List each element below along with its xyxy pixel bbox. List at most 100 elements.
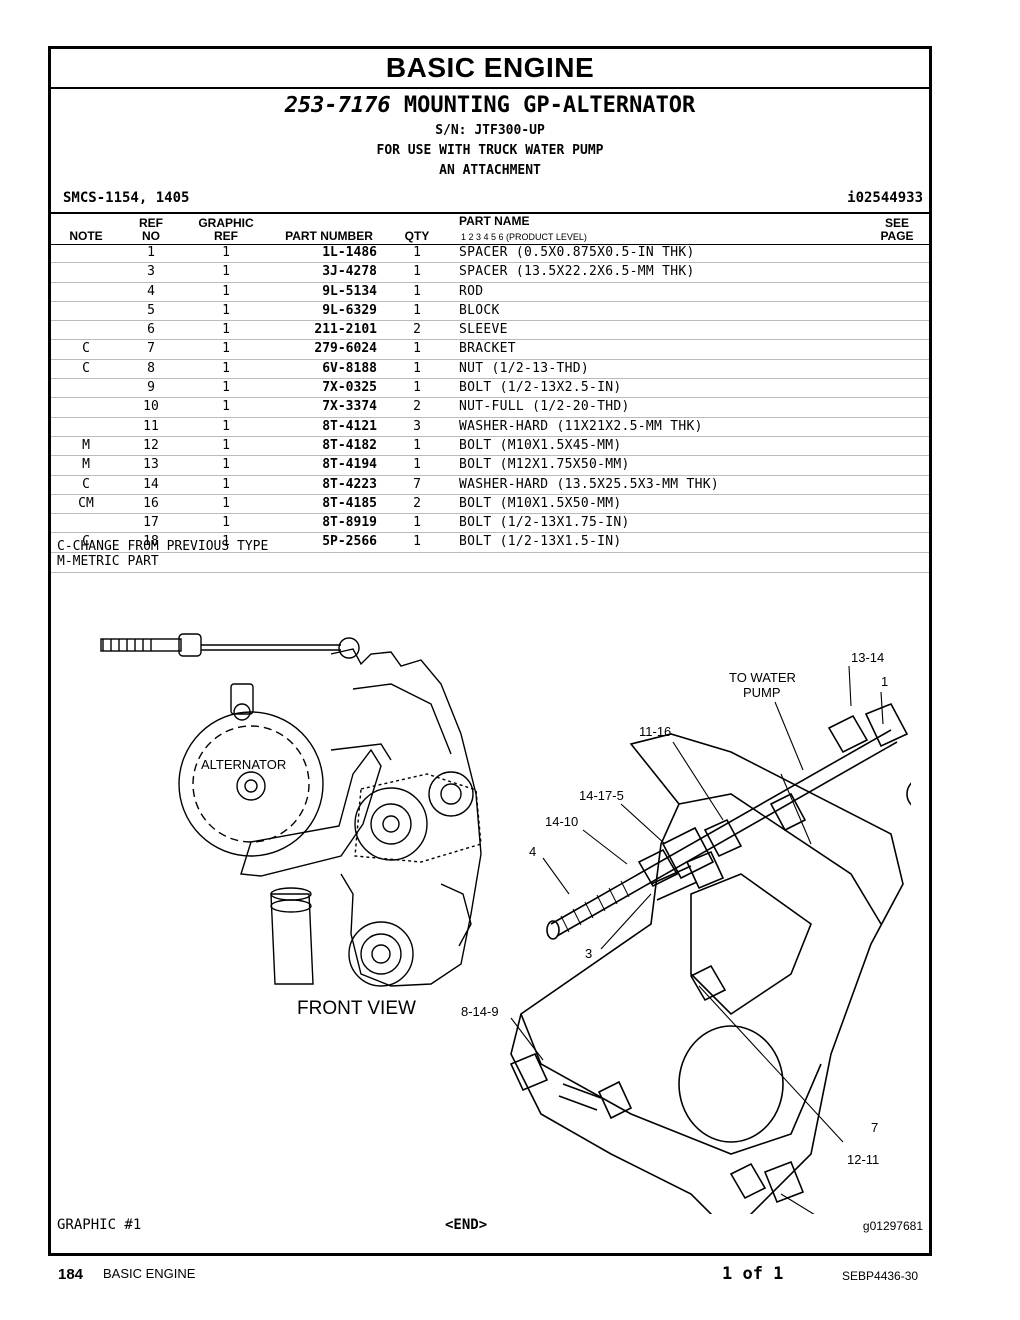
part-number-cell[interactable]: 211-2101 <box>314 322 377 338</box>
qty-cell: 1 <box>413 437 421 453</box>
part-name-cell: BOLT (1/2-13X2.5-IN) <box>459 380 622 396</box>
part-name-cell: BOLT (M10X1.5X45-MM) <box>459 437 622 453</box>
group-part-number[interactable]: 253-7176 <box>284 93 391 118</box>
callout-7: 7 <box>871 1120 878 1135</box>
callout-labels: 13-14 1 6 11-16 14-17-5 14-10 4 3 8-14-9… <box>461 650 888 1167</box>
part-name-cell: BOLT (M12X1.75X50-MM) <box>459 457 630 473</box>
callout-12-11: 12-11 <box>847 1152 879 1167</box>
callout-1: 1 <box>881 674 888 689</box>
ref-no-cell: 17 <box>143 515 159 531</box>
note-cell: C <box>82 476 90 492</box>
part-number-cell[interactable]: 7X-3374 <box>322 399 377 415</box>
part-number-cell[interactable]: 8T-4194 <box>322 457 377 473</box>
qty-cell: 2 <box>413 495 421 511</box>
part-number-cell[interactable]: 6V-8188 <box>322 360 377 376</box>
bracket-bore <box>678 1025 784 1143</box>
water-pump-label-1: TO WATER <box>729 670 796 685</box>
ref-no-cell: 16 <box>143 495 159 511</box>
graphic-label: GRAPHIC #1 <box>57 1217 142 1233</box>
note-cell: C <box>82 360 90 376</box>
part-name-cell: BOLT (1/2-13X1.5-IN) <box>459 534 622 550</box>
ref-no-cell: 11 <box>143 418 159 434</box>
part-number-cell[interactable]: 8T-8919 <box>322 515 377 531</box>
part-name-cell: WASHER-HARD (11X21X2.5-MM THK) <box>459 418 703 434</box>
callout-leaders <box>510 665 884 1214</box>
graphic-ref-cell: 1 <box>222 245 230 260</box>
water-pump-label-2: PUMP <box>743 685 781 700</box>
qty-cell: 1 <box>413 534 421 550</box>
graphic-ref-cell: 1 <box>222 476 230 492</box>
qty-cell: 1 <box>413 302 421 318</box>
group-title: 253-7176 MOUNTING GP-ALTERNATOR <box>51 93 929 118</box>
part-number-cell[interactable]: 8T-4185 <box>322 495 377 511</box>
part-number-cell[interactable]: 5P-2566 <box>322 534 377 550</box>
water-pump-pulley <box>354 787 428 861</box>
graphic-ref-cell: 1 <box>222 437 230 453</box>
qty-cell: 1 <box>413 341 421 357</box>
ref-no-cell: 4 <box>147 283 155 299</box>
callout-4: 4 <box>529 844 536 859</box>
callout-14-10: 14-10 <box>545 814 578 829</box>
parts-table-header: NOTE REF NO GRAPHIC REF PART NUMBER QTY … <box>51 214 929 245</box>
col-qty: QTY <box>404 229 430 243</box>
front-bolt-shank <box>100 638 182 652</box>
alternator-label: ALTERNATOR <box>201 757 286 772</box>
header-divider <box>51 212 929 214</box>
qty-cell: 3 <box>413 418 421 434</box>
qty-cell: 1 <box>413 515 421 531</box>
notes-legend: C-CHANGE FROM PREVIOUS TYPE M-METRIC PAR… <box>57 539 268 569</box>
graphic-id: g01297681 <box>862 1219 923 1233</box>
part-number-cell[interactable]: 1L-1486 <box>322 245 377 260</box>
part-number-cell[interactable]: 8T-4223 <box>322 476 377 492</box>
col-see-page-1: SEE <box>884 216 909 230</box>
part-number-cell[interactable]: 8T-4182 <box>322 437 377 453</box>
part-number-cell[interactable]: 7X-0325 <box>322 380 377 396</box>
part-number-cell[interactable]: 3J-4278 <box>322 264 377 280</box>
note-cell: M <box>82 437 90 453</box>
bracket-outline <box>510 733 904 1214</box>
qty-cell: 2 <box>413 399 421 415</box>
part-name-cell: BRACKET <box>459 341 516 357</box>
part-number-cell[interactable]: 9L-6329 <box>322 302 377 318</box>
graphic-ref-cell: 1 <box>222 380 230 396</box>
ref-no-cell: 7 <box>147 341 155 357</box>
qty-cell: 1 <box>413 245 421 260</box>
graphic-ref-cell: 1 <box>222 534 230 550</box>
col-graphic-ref-2: REF <box>214 229 238 243</box>
ref-no-cell: 1 <box>147 245 155 260</box>
serial-range: S/N: JTF300-UP <box>435 123 545 138</box>
part-number-cell[interactable]: 8T-4121 <box>322 418 377 434</box>
graphic-ref-cell: 1 <box>222 283 230 299</box>
part-name-cell: NUT-FULL (1/2-20-THD) <box>459 399 630 415</box>
part-number-cell[interactable]: 9L-5134 <box>322 283 377 299</box>
ref-no-cell: 9 <box>147 380 155 396</box>
ref-no-cell: 10 <box>143 399 159 415</box>
part-name-cell: ROD <box>459 283 484 299</box>
col-ref-no-2: NO <box>142 229 160 243</box>
graphic-ref-cell: 1 <box>222 418 230 434</box>
note-change: C-CHANGE FROM PREVIOUS TYPE <box>57 539 269 554</box>
note-cell: CM <box>78 495 94 511</box>
ref-no-cell: 18 <box>143 534 159 550</box>
section-title: BASIC ENGINE <box>51 49 929 89</box>
col-part-name: PART NAME <box>459 214 530 228</box>
qty-cell: 1 <box>413 457 421 473</box>
graphic-ref-cell: 1 <box>222 341 230 357</box>
note-cell: M <box>82 457 90 473</box>
graphic-ref-cell: 1 <box>222 457 230 473</box>
callout-14-17-5: 14-17-5 <box>579 788 624 803</box>
col-ref-no-1: REF <box>139 216 163 230</box>
end-marker: <END> <box>445 1217 488 1233</box>
page-frame: BASIC ENGINE 253-7176 MOUNTING GP-ALTERN… <box>48 46 932 1256</box>
part-number-cell[interactable]: 279-6024 <box>314 341 377 357</box>
